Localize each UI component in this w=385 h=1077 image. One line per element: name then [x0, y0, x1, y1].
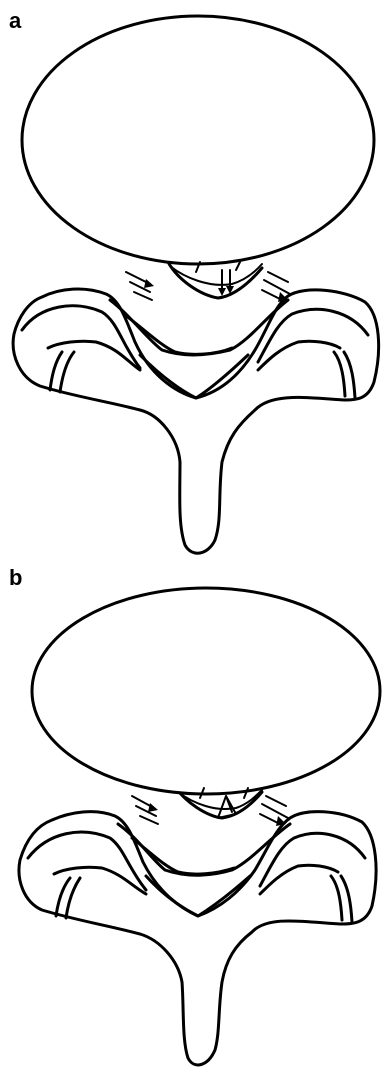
- vertebral-body-a: [22, 16, 374, 264]
- disc-bulge-a: [168, 262, 262, 298]
- vertebral-body-b: [32, 588, 380, 794]
- posterior-arch-a: [13, 289, 378, 553]
- canal-v-inner-a: [125, 315, 232, 354]
- panel-b: b: [0, 540, 385, 1077]
- vertebra-diagram-a: [0, 0, 385, 560]
- vertebra-diagram-b: [0, 540, 385, 1077]
- left-arrows-a: [126, 272, 154, 300]
- left-arrows-b: [132, 796, 158, 824]
- panel-a: a: [0, 0, 385, 560]
- posterior-arch-b: [19, 812, 376, 1065]
- tick-mark-a-2: [236, 262, 240, 270]
